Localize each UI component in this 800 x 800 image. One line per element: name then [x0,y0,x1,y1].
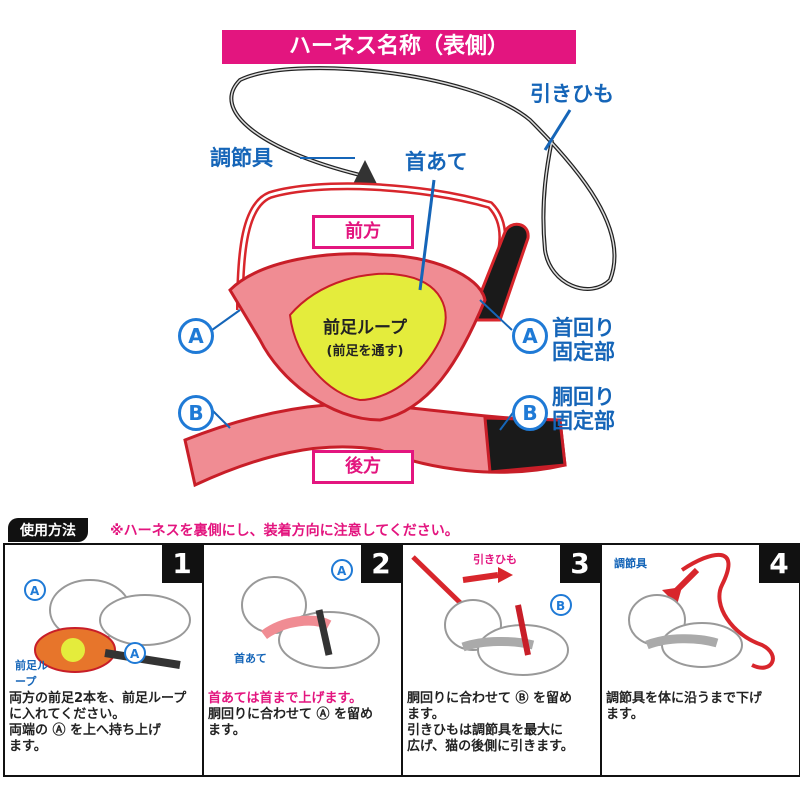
step-4: 4 調節具 調節具を体に沿うまで下げ ます。 [602,545,799,775]
step-1-text: 両方の前足2本を、前足ループ に入れてください。 両端の Ⓐ を上へ持ち上げ ま… [9,691,187,754]
b-mark-right: B [512,395,548,431]
step-1-loop-label: 前足ループ [15,659,48,688]
steps-panel: 1 A A 前足ループ 両方の前足2本を、前足ループ に入れてください。 両端の… [3,543,800,777]
usage-warning: ※ハーネスを裏側にし、装着方向に注意してください。 [110,523,459,539]
step-number: 2 [361,545,401,583]
a-mark-right: A [512,318,548,354]
loop-title: 前足ループ [323,318,407,338]
neck-fix-label: 首回り 固定部 [552,316,615,364]
step-3-illustration: B [411,555,572,676]
step-4-text: 調節具を体に沿うまで下げ ます。 [606,691,763,722]
front-tag: 前方 [312,215,414,249]
leash-label: 引きひも [530,82,614,106]
a-mark-left: A [178,318,214,354]
neck-pad-label: 首あて [405,150,468,174]
svg-text:A: A [30,584,40,598]
page-title: ハーネス名称（表側） [222,30,576,64]
b-mark-left: B [178,395,214,431]
front-leg-loop [288,272,447,402]
step-number: 4 [759,545,799,583]
adjuster-part [352,160,378,186]
loop-subtitle: (前足を通す) [326,344,404,359]
back-tag: 後方 [312,450,414,484]
step-2: 2 A 首あて 首あては首まで上げます。 胴回りに合わせて Ⓐ を留め ます。 [204,545,403,775]
step-4-adjuster-label: 調節具 [614,557,647,570]
step-1-illustration: A A [24,579,191,673]
harness-diagram [183,66,617,488]
step-1: 1 A A 前足ループ 両方の前足2本を、前足ループ に入れてください。 両端の… [5,545,204,775]
step-3: 3 B 引きひも 胴回りに合わせて Ⓑ を留め ます。 引きひもは調節具を最大に… [403,545,602,775]
step-3-leash-label: 引きひも [473,553,517,566]
step-2-text: 首あては首まで上げます。 胴回りに合わせて Ⓐ を留め ます。 [208,691,374,738]
svg-text:A: A [337,564,347,578]
adjuster-label: 調節具 [210,146,273,170]
step-number: 1 [162,545,202,583]
step-3-text: 胴回りに合わせて Ⓑ を留め ます。 引きひもは調節具を最大に 広げ、猫の後側に… [407,691,574,754]
step-2-neck-label: 首あて [234,652,267,665]
step-2-illustration: A [241,559,380,669]
svg-text:B: B [556,599,565,613]
step-4-illustration [628,552,775,670]
svg-text:A: A [130,647,140,661]
step-number: 3 [560,545,600,583]
body-fix-label: 胴回り 固定部 [552,385,615,433]
usage-tag: 使用方法 [8,518,88,542]
